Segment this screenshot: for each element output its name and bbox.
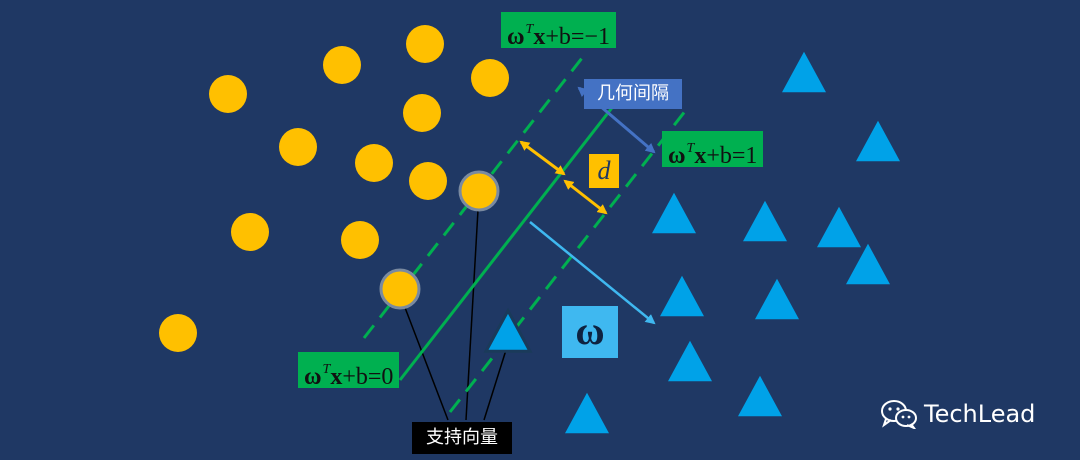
equation-rest: +b=−1 — [545, 24, 610, 50]
class-circle-point — [209, 75, 247, 113]
equation-omega: ω — [668, 143, 686, 169]
class-circle-point — [323, 46, 361, 84]
equation-x: x — [694, 143, 707, 169]
support-vector-circle-point — [379, 268, 421, 310]
distance-arrow-upper — [519, 140, 566, 176]
support-vector-pointer-line — [403, 304, 449, 421]
hyperplane-plus-one-line — [448, 109, 688, 413]
watermark-text: TechLead — [924, 400, 1036, 428]
class-triangle-point — [782, 51, 826, 93]
equation-transpose: T — [686, 141, 695, 156]
equation-rest: +b=1 — [706, 143, 758, 169]
class-circle-point — [341, 221, 379, 259]
class-triangle-point — [856, 120, 900, 162]
class-circle-point — [355, 144, 393, 182]
class-circle-point — [471, 59, 509, 97]
class-circle-point — [403, 94, 441, 132]
points-layer — [159, 25, 900, 434]
class-triangle-point — [652, 192, 696, 234]
class-circle-point — [409, 162, 447, 200]
support-vector-triangle-point — [483, 307, 533, 353]
class-triangle-point — [660, 275, 704, 317]
support-vectors-label: 支持向量 — [412, 422, 512, 454]
equation-zero: ωTx+b=0 — [298, 352, 400, 390]
equation-rest: +b=0 — [342, 364, 394, 390]
equation-plus-one: ωTx+b=1 — [662, 131, 764, 169]
equation-transpose: T — [322, 362, 331, 377]
equation-omega: ω — [507, 24, 525, 50]
equation-transpose: T — [525, 22, 534, 37]
geometric-margin-label: 几何间隔 — [584, 79, 682, 109]
equation-x: x — [533, 24, 546, 50]
support-vector-circle-point — [458, 170, 500, 212]
class-circle-point — [406, 25, 444, 63]
class-triangle-point — [743, 200, 787, 242]
class-circle-point — [159, 314, 197, 352]
normal-vector-arrow — [529, 221, 656, 325]
class-circle-point — [231, 213, 269, 251]
wechat-icon — [881, 400, 917, 429]
watermark: TechLead — [880, 396, 1035, 432]
class-triangle-point — [755, 278, 799, 320]
support-vector-pointer-line — [483, 349, 507, 421]
class-triangle-point — [846, 243, 890, 285]
class-circle-point — [279, 128, 317, 166]
normal-vector-label: ω — [562, 306, 618, 358]
equation-omega: ω — [304, 364, 322, 390]
distance-arrow-lower — [563, 179, 608, 215]
class-triangle-point — [668, 340, 712, 382]
support-vector-pointer-line — [465, 209, 479, 421]
class-triangle-point — [565, 392, 609, 434]
distance-label: d — [589, 154, 619, 188]
class-triangle-point — [817, 206, 861, 248]
equation-x: x — [330, 364, 343, 390]
class-triangle-point — [738, 375, 782, 417]
equation-minus-one: ωTx+b=−1 — [501, 12, 616, 50]
